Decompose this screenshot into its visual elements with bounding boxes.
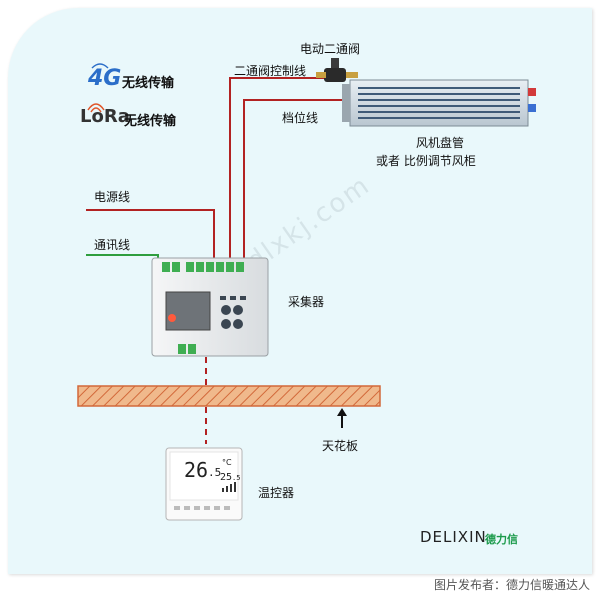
- thermostat-sub-temp: 25: [220, 472, 232, 483]
- ceiling-label: 天花板: [322, 437, 358, 454]
- thermostat-main-temp: 26: [184, 458, 208, 482]
- ceiling-arrow-icon: [337, 408, 347, 428]
- valve-control-line-label: 二通阀控制线: [234, 62, 306, 79]
- fan-coil-icon: [342, 80, 536, 126]
- comm-line-label: 通讯线: [94, 236, 130, 253]
- speed-line-label: 档位线: [282, 109, 318, 126]
- comm-wire: [86, 255, 158, 265]
- collector-label: 采集器: [288, 293, 324, 310]
- fan-coil-label: 风机盘管: [416, 134, 464, 151]
- brand-logo-cn: 德力信: [485, 531, 518, 547]
- thermostat-sub-temp-decimal: .5: [232, 474, 240, 482]
- valve-label: 电动二通阀: [300, 40, 360, 57]
- power-line-label: 电源线: [94, 188, 130, 205]
- ceiling-slab: [78, 386, 380, 406]
- collector-device: [152, 258, 268, 356]
- four-g-logo: 4G: [88, 66, 121, 91]
- image-caption: 图片发布者：德力信暖通达人: [434, 576, 590, 593]
- lora-logo: LoRa: [80, 106, 130, 127]
- thermostat-unit: °C: [222, 458, 232, 467]
- lora-wireless-label: 无线传输: [124, 110, 176, 129]
- fan-coil-alt-label: 或者 比例调节风柜: [376, 152, 476, 169]
- four-g-wireless-label: 无线传输: [122, 72, 174, 91]
- thermostat-label: 温控器: [258, 484, 294, 501]
- brand-logo: DELIXIN: [420, 528, 487, 546]
